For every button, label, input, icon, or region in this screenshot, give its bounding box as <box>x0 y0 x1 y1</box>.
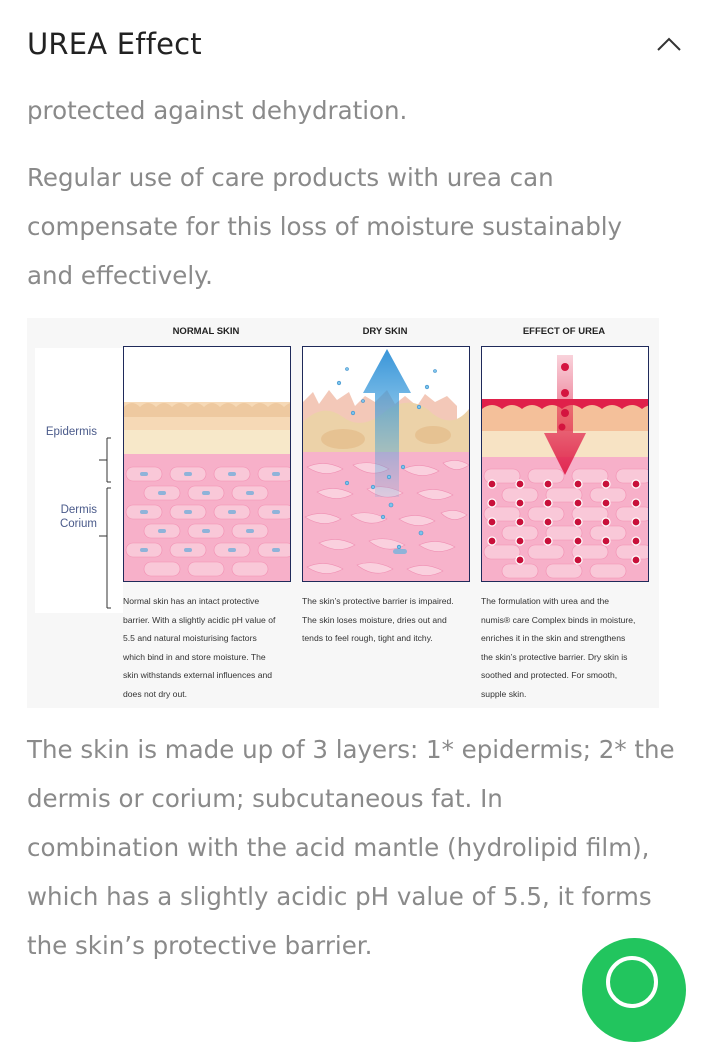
paragraph-line: dermis or corium; subcutaneous fat. In <box>27 784 503 813</box>
caption-line: supple skin. <box>481 688 527 699</box>
urea-effect-illustration <box>482 347 648 581</box>
caption-line: The formulation with urea and the <box>481 596 610 606</box>
layer-label-column: Epidermis Dermis Corium <box>35 348 123 613</box>
normal-skin-illustration <box>124 347 290 581</box>
caption-line: The skin’s protective barrier is impaire… <box>302 596 454 606</box>
column-title-normal: NORMAL SKIN <box>172 326 240 337</box>
caption-urea-effect: The formulation with urea and the numis®… <box>481 592 651 703</box>
paragraph-regular-use: Regular use of care products with urea c… <box>27 153 677 300</box>
paragraph-line: compensate for this loss of moisture sus… <box>27 212 623 241</box>
paragraph-line: which has a slightly acidic pH value of … <box>27 882 652 911</box>
caption-line: enriches it in the skin and strengthens <box>481 633 626 643</box>
paragraph-line: The skin is made up of 3 layers: 1* epid… <box>27 735 675 764</box>
caption-line: numis® care Complex binds in moisture, <box>481 614 636 625</box>
caption-line: 5.5 and natural moisturising factors <box>123 633 257 643</box>
caption-line: skin withstands external influences and <box>123 670 273 680</box>
caption-line: barrier. With a slightly acidic pH value… <box>123 614 276 625</box>
layer-brackets <box>99 437 111 609</box>
paragraph-line: combination with the acid mantle (hydrol… <box>27 833 650 862</box>
panel-dry-skin <box>302 346 470 582</box>
paragraph-line: protected against dehydration. <box>27 96 408 125</box>
caption-line: does not dry out. <box>123 688 188 699</box>
caption-line: soothed and protected. For smooth, <box>481 670 618 680</box>
caption-normal-skin: Normal skin has an intact protective bar… <box>123 592 293 703</box>
chevron-up-icon[interactable] <box>656 34 682 54</box>
caption-line: the skin’s protective barrier. Dry skin … <box>481 651 628 662</box>
caption-line: The skin loses moisture, dries out and <box>302 614 447 625</box>
paragraph-intro: protected against dehydration. <box>27 86 677 135</box>
caption-line: tends to feel rough, tight and itchy. <box>302 633 433 643</box>
dry-skin-illustration <box>303 347 469 581</box>
dermis-label: Dermis <box>60 504 97 516</box>
column-title-urea: EFFECT OF UREA <box>522 326 606 337</box>
skin-layers-figure: Epidermis Dermis Corium NORMAL SKIN DRY … <box>27 318 659 708</box>
paragraph-line: Regular use of care products with urea c… <box>27 163 554 192</box>
caption-dry-skin: The skin’s protective barrier is impaire… <box>302 592 472 648</box>
paragraph-line: and effectively. <box>27 261 213 290</box>
section-title: UREA Effect <box>27 27 202 61</box>
paragraph-skin-layers: The skin is made up of 3 layers: 1* epid… <box>27 725 677 970</box>
caption-line: Normal skin has an intact protective <box>123 596 260 606</box>
corium-label: Corium <box>59 518 97 530</box>
paragraph-line: the skin’s protective barrier. <box>27 931 373 960</box>
panel-normal-skin <box>123 346 291 582</box>
epidermis-label: Epidermis <box>45 426 97 438</box>
section-header[interactable]: UREA Effect <box>27 24 695 68</box>
caption-line: which bind in and store moisture. The <box>123 651 266 662</box>
column-title-dry: DRY SKIN <box>362 326 408 337</box>
panel-urea-effect <box>481 346 649 582</box>
